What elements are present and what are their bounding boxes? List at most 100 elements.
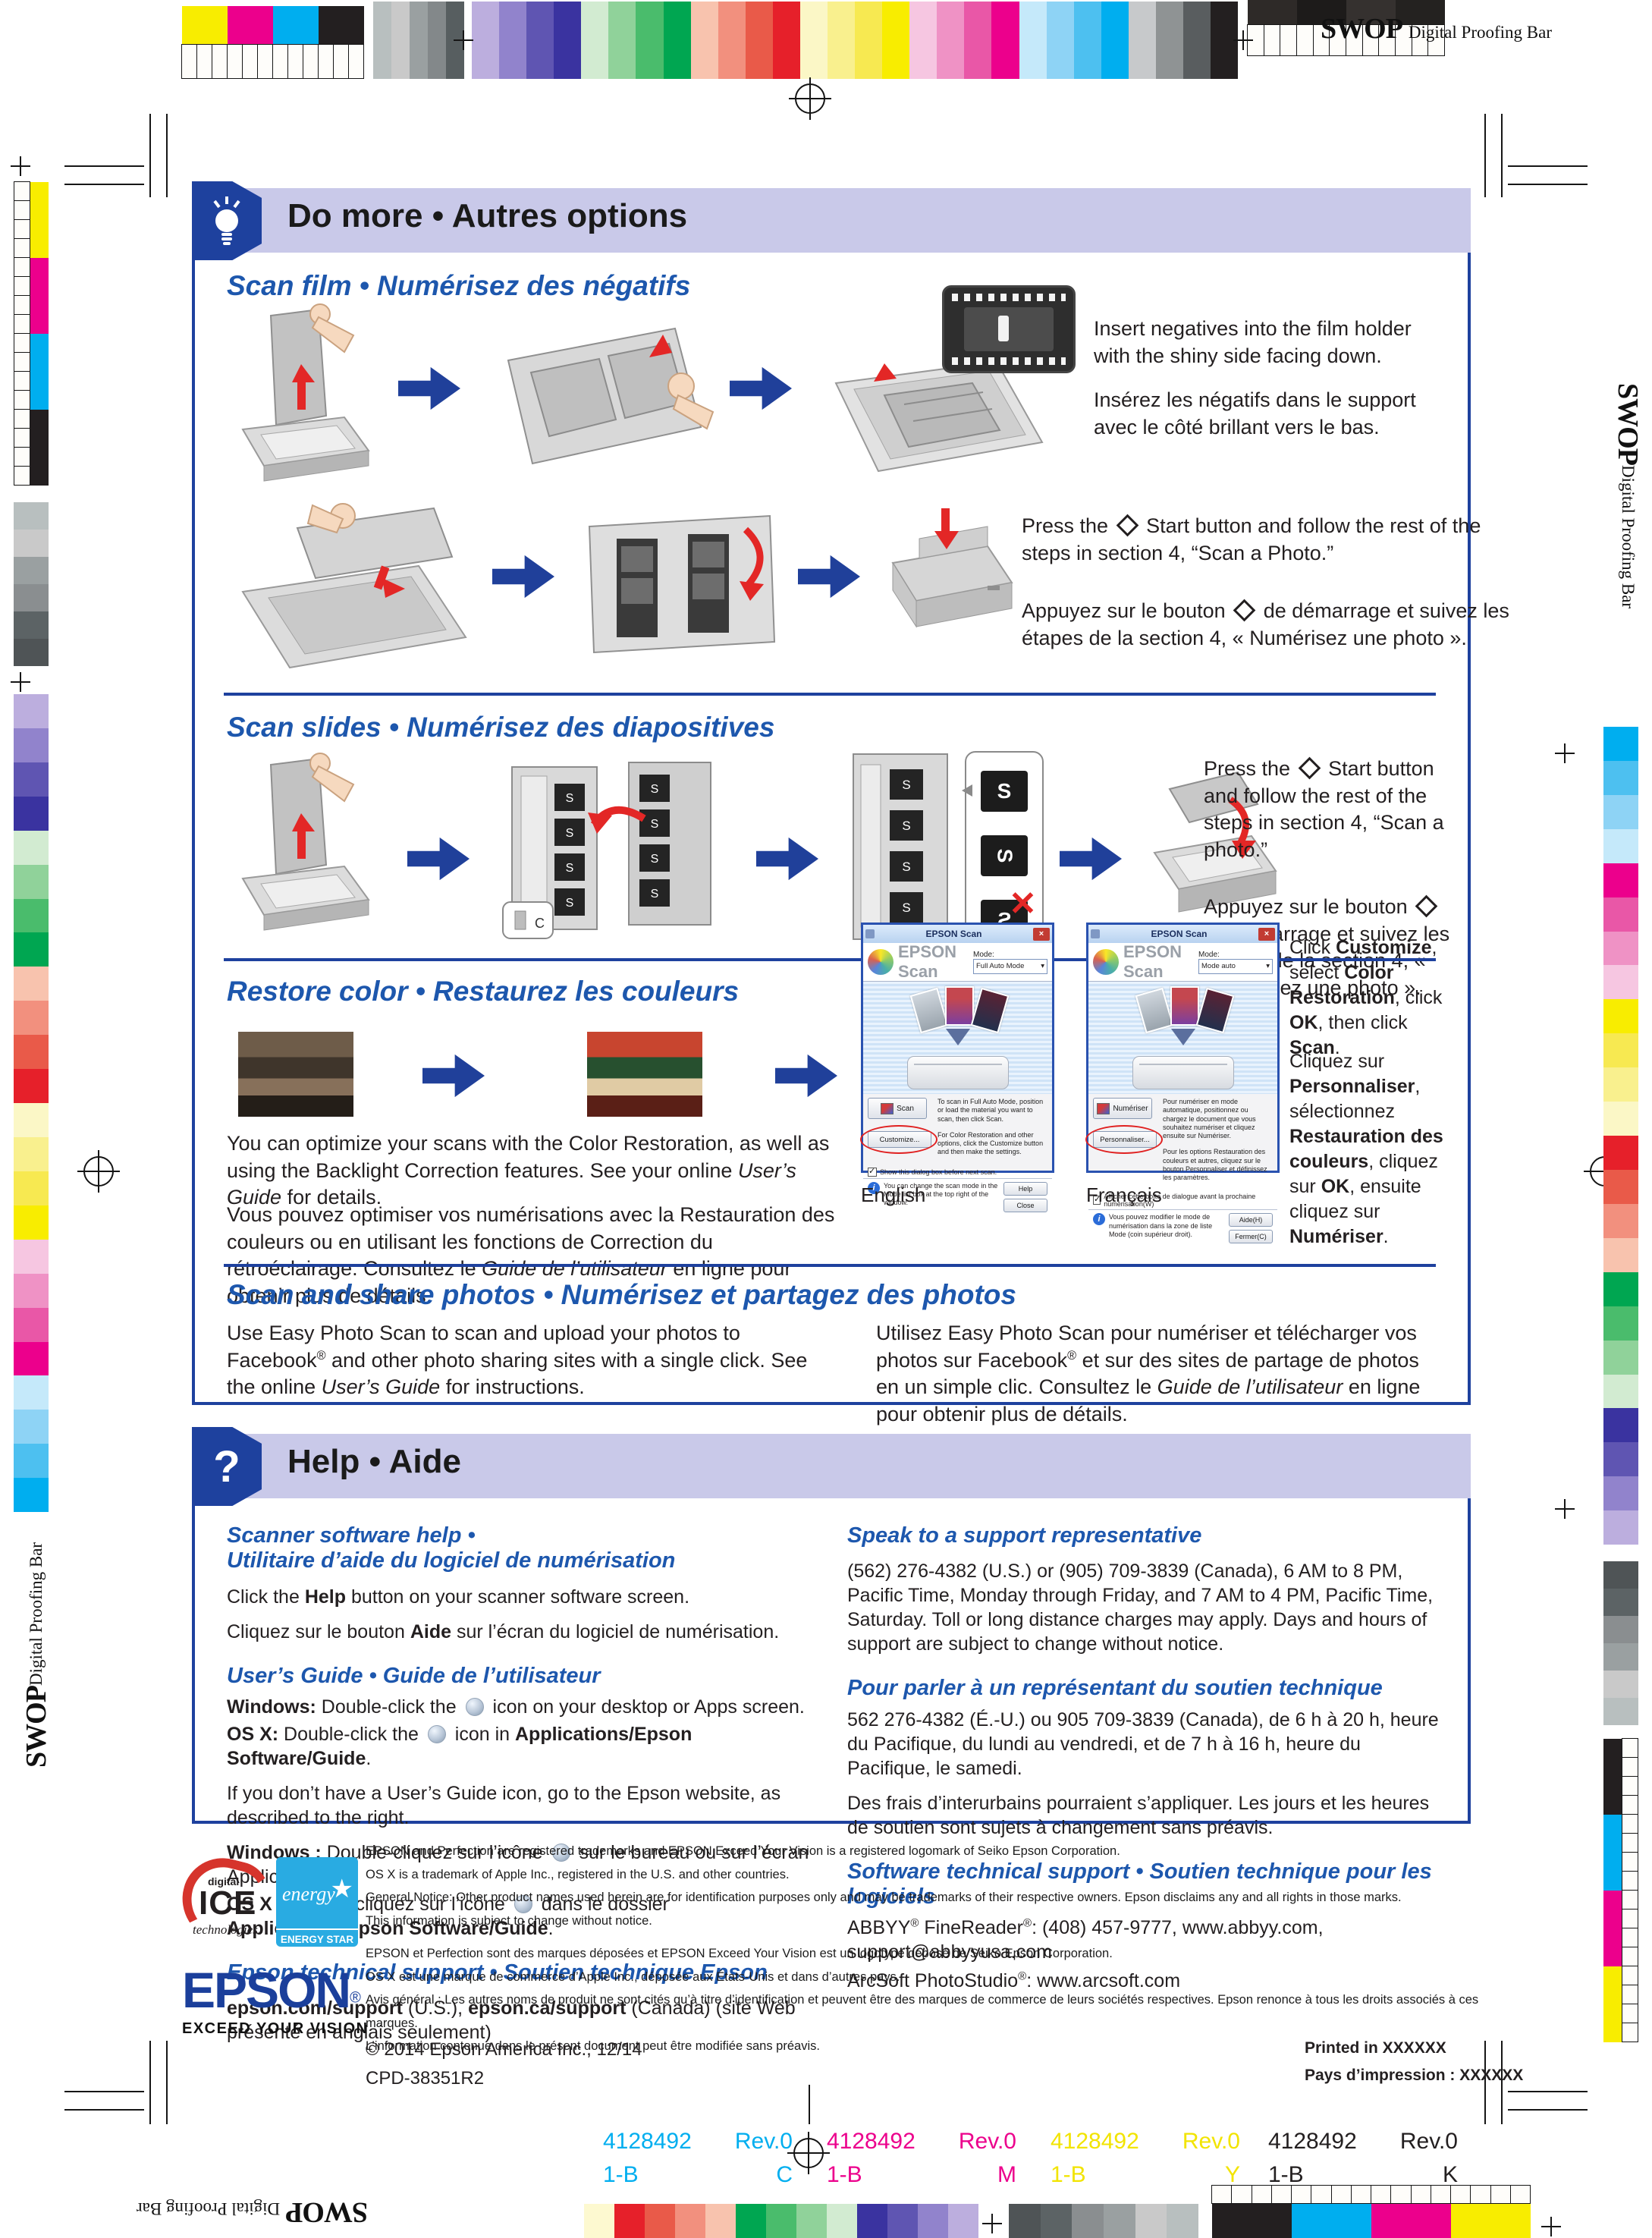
scan-film-heading: Scan film • Numérisez des négatifs — [227, 270, 691, 301]
epson-scan-logo-text: EPSON Scan — [1123, 942, 1182, 981]
star-icon: ★ — [330, 1875, 353, 1903]
scanner-software-help-heading: Scanner software help •Utilitaire d’aide… — [227, 1523, 676, 1573]
section-divider — [224, 958, 1436, 961]
step-arrow — [798, 555, 860, 599]
scan-share-heading: Scan and share photos • Numérisez et par… — [227, 1279, 1016, 1310]
registration-plus — [1555, 1499, 1575, 1519]
checkbox-label: Afficher cette boîte de dialogue avant l… — [1104, 1193, 1256, 1209]
scanner-with-holder-illustration — [834, 360, 1044, 473]
top-right-dark-strip — [1248, 0, 1445, 24]
question-badge: ? — [192, 1427, 262, 1506]
restore-side-note-en: Click Customize, select Color Restoratio… — [1289, 937, 1443, 1058]
close-button[interactable]: × — [1033, 927, 1050, 941]
scan-slides-heading: Scan slides • Numérisez des diapositives — [227, 712, 775, 743]
guide-icon — [551, 1844, 570, 1862]
help-button[interactable]: Help — [1003, 1181, 1047, 1196]
customize-description: For Color Restoration and other options,… — [937, 1130, 1044, 1156]
mode-dropdown[interactable]: Mode auto▾ — [1198, 958, 1273, 974]
guide-if-note: If you don’t have a User’s Guide icon, g… — [227, 1783, 781, 1829]
closed-scanner-illustration — [891, 508, 1013, 628]
trademark-line: General Notice: Other product names used… — [366, 1891, 1402, 1905]
guide-icon — [427, 1725, 446, 1744]
mode-dropdown[interactable]: Full Auto Mode▾ — [973, 958, 1047, 974]
swop-label-left: SWOPDigital Proofing Bar — [20, 1542, 52, 1768]
slide-holder-face-illustration: S S S S — [853, 753, 948, 940]
info-icon: i — [1093, 1213, 1105, 1226]
support-phone-fr: 562 276-4382 (É.-U.) ou 905 709-3839 (Ca… — [847, 1708, 1439, 1779]
left-shade-strip — [14, 694, 49, 1513]
guide-icon — [514, 1895, 532, 1914]
scan-icon — [881, 1102, 894, 1114]
help-band — [192, 1434, 1471, 1498]
info-text: Vous pouvez modifier le mode de numérisa… — [1109, 1213, 1213, 1238]
do-more-band — [192, 188, 1471, 253]
help-button[interactable]: Aide(H) — [1229, 1213, 1273, 1227]
film-strips-holder-illustration — [588, 514, 776, 654]
right-shade-strip — [1603, 727, 1638, 1545]
info-text: You can change the scan mode in the Mode… — [884, 1181, 998, 1207]
arcsoft-support: ArcSoft PhotoStudio®: www.arcsoft.com — [847, 1970, 1181, 1992]
scan-button[interactable]: Numériser — [1093, 1098, 1152, 1119]
open-scanner-illustration — [241, 753, 370, 931]
energy-star-logo: energy ★ ENERGY STAR — [276, 1857, 358, 1947]
registration-plus — [11, 672, 30, 692]
users-guide-heading: User’s Guide • Guide de l’utilisateur — [227, 1663, 601, 1688]
swop-label-right: SWOPDigital Proofing Bar — [1612, 383, 1644, 608]
lightbulb-badge — [192, 181, 262, 260]
start-button-icon — [1116, 514, 1138, 537]
info-icon: i — [868, 1181, 880, 1194]
help-click-fr: Cliquez sur le bouton Aide sur l’écran d… — [227, 1620, 780, 1642]
speak-support-heading: Speak to a support representative — [847, 1523, 1202, 1548]
svg-text:S: S — [566, 862, 574, 875]
show-dialog-checkbox[interactable] — [1093, 1194, 1101, 1205]
epson-scan-logo-icon — [868, 949, 894, 975]
step-arrow — [1060, 837, 1122, 881]
scan-description: Pour numériser en mode automatique, posi… — [1163, 1098, 1256, 1139]
slide-holders-illustration: S S S S S S S S C — [502, 762, 711, 939]
epson-logo: EPSON® EXCEED YOUR VISION — [182, 1962, 369, 2037]
slide-rotated: S — [981, 835, 1028, 876]
film-holder-hands-illustration — [507, 327, 715, 465]
restore-paragraph-fr: Vous pouvez optimiser vos numérisations … — [227, 1203, 835, 1307]
step-arrow — [398, 366, 460, 410]
show-dialog-checkbox[interactable] — [868, 1166, 877, 1177]
scan-icon — [1097, 1102, 1110, 1114]
close-button[interactable]: × — [1258, 927, 1275, 941]
dialog-language-label-en: English — [861, 1183, 926, 1206]
registration-plus — [454, 30, 473, 50]
app-icon — [865, 929, 875, 938]
top-gray-strip — [373, 2, 464, 79]
guide-osx-en: OS X: Double-click the icon in Applicati… — [227, 1724, 693, 1770]
restore-paragraph-en: You can optimize your scans with the Col… — [227, 1132, 830, 1209]
registration-target-bottom — [793, 2138, 824, 2168]
help-right-column: Speak to a support representative (562) … — [847, 1504, 1446, 1998]
bottom-gray-strip — [1009, 2204, 1199, 2238]
left-white-boxes — [14, 181, 30, 486]
svg-text:S: S — [651, 853, 659, 866]
right-gray-strip — [1603, 1561, 1638, 1725]
close-button[interactable]: Fermer(C) — [1229, 1230, 1273, 1244]
scan-button[interactable]: Scan — [868, 1098, 927, 1119]
step-arrow — [407, 837, 470, 881]
close-button[interactable]: Close — [1003, 1198, 1047, 1212]
x-mark-icon: ✕ — [1009, 885, 1037, 923]
svg-text:S: S — [566, 897, 574, 910]
start-button-icon — [1233, 599, 1256, 622]
share-paragraph-fr: Utilisez Easy Photo Scan pour numériser … — [876, 1322, 1421, 1425]
epson-scan-dialog-en: EPSON Scan × EPSON Scan Mode: Full Auto … — [860, 923, 1054, 1212]
start-button-icon — [1415, 894, 1438, 918]
top-kcmy-strip — [182, 6, 364, 44]
svg-text:C: C — [535, 916, 545, 931]
registration-target-left — [83, 1156, 114, 1187]
trademark-line: EPSON et Perfection sont des marques dép… — [366, 1947, 1113, 1960]
step-arrow — [492, 555, 554, 599]
trademark-line: OS X est une marque de commerce d’Apple … — [366, 1969, 900, 1984]
svg-text:S: S — [902, 778, 910, 792]
help-title: Help • Aide — [287, 1443, 461, 1480]
trademarks-en: EPSON and Perfection are registered trad… — [366, 1840, 1481, 1932]
abbyy-support: ABBYY® FineReader®: (408) 457-9777, www.… — [847, 1917, 1324, 1963]
